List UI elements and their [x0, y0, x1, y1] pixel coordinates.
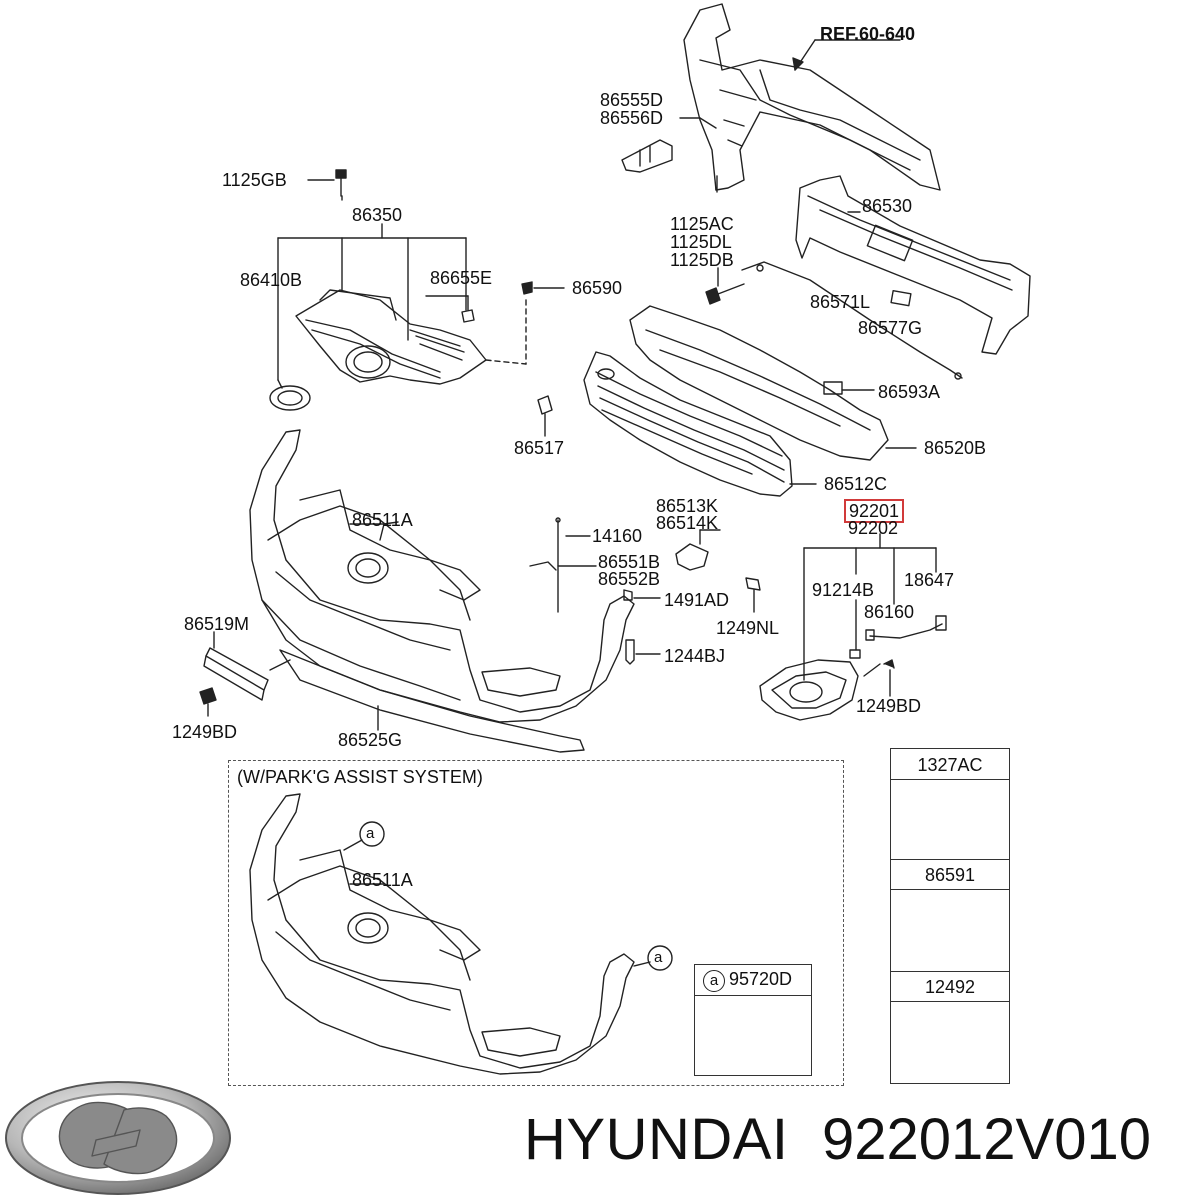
- part-label-1249nl: 1249NL: [716, 618, 780, 638]
- part-label-91214b: 91214B: [812, 580, 875, 600]
- part-label-86551b: 86551B: [598, 552, 661, 572]
- part-label-1249bd-right: 1249BD: [856, 696, 922, 716]
- inset-marker-a-top: a: [366, 825, 375, 842]
- fastener-cell-1327ac: 1327AC: [891, 749, 1009, 860]
- part-label-86577g: 86577G: [858, 318, 923, 338]
- bumper-beam-drawing: [795, 175, 1031, 355]
- sensor-marker: a: [703, 970, 725, 992]
- part-label-86520b: 86520B: [924, 438, 987, 458]
- part-label-86410b: 86410B: [240, 270, 303, 290]
- fastener-box: 1327AC 86591 12492: [890, 748, 1010, 1084]
- part-label-86519m: 86519M: [184, 614, 250, 634]
- ref-label: REF.60-640: [820, 24, 916, 44]
- part-label-86511a: 86511A: [352, 510, 413, 530]
- fastener-cell-12492: 12492: [891, 971, 1009, 1081]
- part-label-86530: 86530: [862, 196, 913, 216]
- part-label-92201-highlighted: 92201: [844, 499, 905, 523]
- energy-absorber-drawing: [629, 305, 917, 461]
- part-label-1125db: 1125DB: [670, 250, 734, 270]
- part-label-14160: 14160: [592, 526, 643, 546]
- fastener-label-12492: 12492: [924, 977, 976, 997]
- part-label-86512c: 86512C: [824, 474, 888, 494]
- part-label-92202: 92202: [848, 518, 899, 538]
- footer-brand: HYUNDAI: [524, 1107, 789, 1172]
- part-label-1244bj: 1244BJ: [664, 646, 726, 666]
- fog-lamp-drawing: [759, 533, 947, 721]
- hyundai-logo-icon: [5, 1081, 231, 1195]
- fastener-label-86591: 86591: [924, 865, 976, 885]
- radiator-support-drawing: [683, 3, 941, 193]
- part-label-1125ac: 1125AC: [670, 214, 734, 234]
- sensor-part-number: 95720D: [729, 969, 793, 989]
- bracket-86555d-drawing: [621, 117, 717, 173]
- part-label-86590: 86590: [572, 278, 623, 298]
- part-label-1125gb: 1125GB: [222, 170, 287, 190]
- inset-bumper-drawing: [249, 793, 673, 1075]
- part-label-86593a: 86593A: [878, 382, 941, 402]
- part-label-1491ad: 1491AD: [664, 590, 730, 610]
- part-label-86525g: 86525G: [338, 730, 403, 750]
- part-label-86350: 86350: [352, 205, 403, 225]
- part-label-86552b: 86552B: [598, 569, 661, 589]
- inset-part-label-86511a: 86511A: [352, 870, 413, 890]
- part-label-86517: 86517: [514, 438, 565, 458]
- part-label-1125dl: 1125DL: [670, 232, 732, 252]
- part-label-86513k: 86513K: [656, 496, 719, 516]
- grille-assembly-drawing: [269, 169, 565, 411]
- bumper-cover-drawing: [249, 429, 761, 753]
- license-bracket-drawing: [199, 631, 291, 717]
- inset-marker-a-side: a: [654, 949, 663, 966]
- part-label-86160: 86160: [864, 602, 915, 622]
- fastener-label-1327ac: 1327AC: [917, 755, 983, 775]
- park-assist-inset: (W/PARK'G ASSIST SYSTEM): [228, 760, 844, 1086]
- part-label-18647: 18647: [904, 570, 955, 590]
- fastener-cell-86591: 86591: [891, 859, 1009, 972]
- part-label-86514k: 86514K: [656, 513, 719, 533]
- part-label-86571l: 86571L: [810, 292, 871, 312]
- wire-86571l-drawing: [705, 261, 963, 380]
- part-label-86555d: 86555D: [600, 90, 664, 110]
- part-label-1249bd-left: 1249BD: [172, 722, 238, 742]
- part-label-86655e: 86655E: [430, 268, 493, 288]
- part-label-86556d: 86556D: [600, 108, 664, 128]
- lower-grille-drawing: [537, 351, 817, 497]
- inset-title: (W/PARK'G ASSIST SYSTEM): [237, 767, 483, 787]
- footer-part-number: 922012V010: [822, 1107, 1151, 1172]
